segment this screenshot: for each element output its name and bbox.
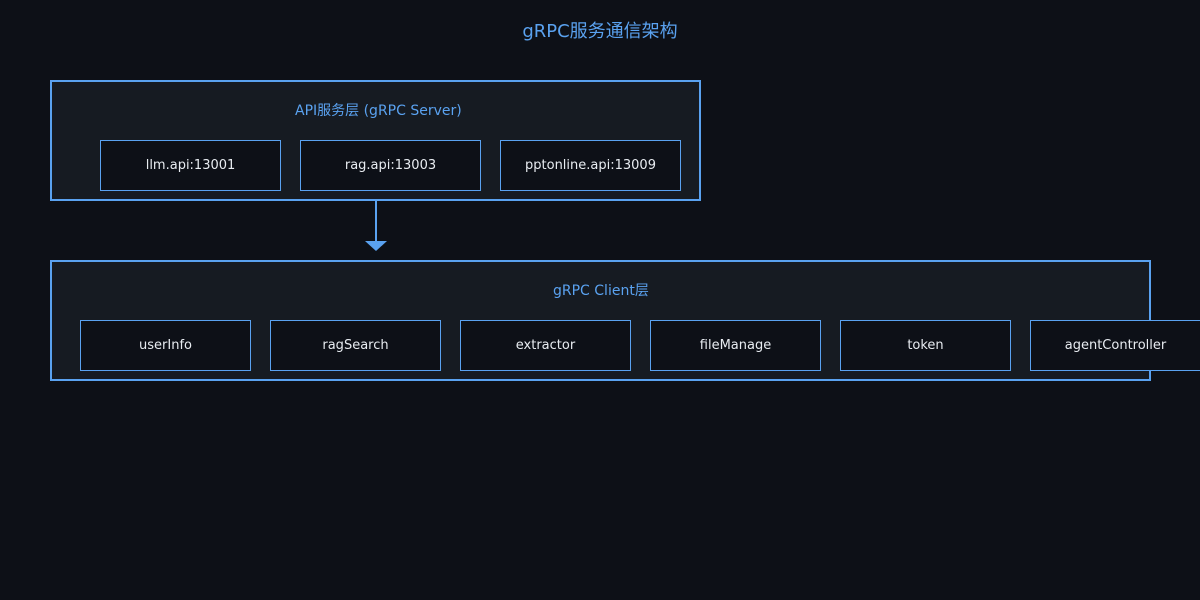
client-node-token: token [840, 320, 1011, 371]
grpc-client-layer-label: gRPC Client层 [553, 283, 649, 299]
client-node-agentcontroller: agentController [1030, 320, 1200, 371]
api-server-layer-label: API服务层 (gRPC Server) [295, 103, 462, 119]
arrow-head [365, 241, 387, 251]
client-node-ragsearch: ragSearch [270, 320, 441, 371]
diagram-title: gRPC服务通信架构 [522, 21, 678, 42]
server-node-llm-api: llm.api:13001 [100, 140, 281, 191]
client-node-filemanage: fileManage [650, 320, 821, 371]
client-node-userinfo: userInfo [80, 320, 251, 371]
server-node-rag-api: rag.api:13003 [300, 140, 481, 191]
server-node-pptonline-api: pptonline.api:13009 [500, 140, 681, 191]
client-node-extractor: extractor [460, 320, 631, 371]
